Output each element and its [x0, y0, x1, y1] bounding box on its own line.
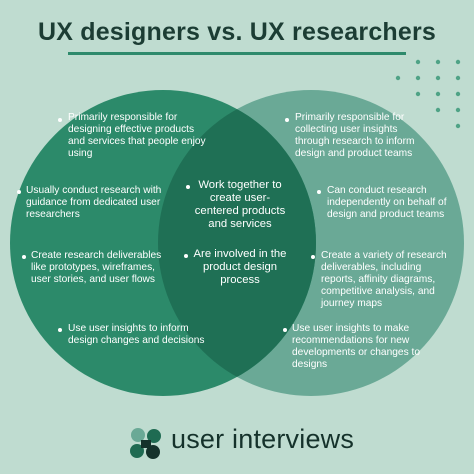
shared-item-1: Work together to create user-centered pr…: [194, 179, 286, 230]
bullet-icon: [22, 255, 26, 259]
user-interviews-logo-icon: [130, 428, 161, 459]
bullet-icon: [283, 328, 287, 332]
bullet-icon: [58, 118, 62, 122]
bullet-icon: [317, 190, 321, 194]
researcher-item-1: Primarily responsible for collecting use…: [295, 112, 415, 159]
researcher-item-2: Can conduct research independently on be…: [327, 185, 447, 220]
brand-name: user interviews: [171, 424, 355, 454]
title-underline: [68, 52, 406, 55]
bullet-icon: [58, 328, 62, 332]
designer-item-4: Use user insights to inform design chang…: [68, 323, 205, 346]
bullet-icon: [184, 254, 188, 258]
researcher-item-4: Use user insights to make recommendation…: [292, 323, 420, 370]
bullet-icon: [311, 255, 315, 259]
shared-item-2: Are involved in the product design proce…: [193, 248, 287, 286]
decorative-dots: [395, 59, 461, 129]
bullet-icon: [17, 190, 21, 194]
designer-item-3: Create research deliverables like protot…: [31, 250, 162, 285]
bullet-icon: [186, 185, 190, 189]
researcher-item-3: Create a variety of research deliverable…: [321, 250, 447, 309]
designer-item-2: Usually conduct research with guidance f…: [26, 185, 162, 220]
bullet-icon: [285, 118, 289, 122]
page-title: UX designers vs. UX researchers: [37, 18, 437, 46]
designer-item-1: Primarily responsible for designing effe…: [68, 112, 206, 159]
overlap-region: [158, 90, 316, 396]
